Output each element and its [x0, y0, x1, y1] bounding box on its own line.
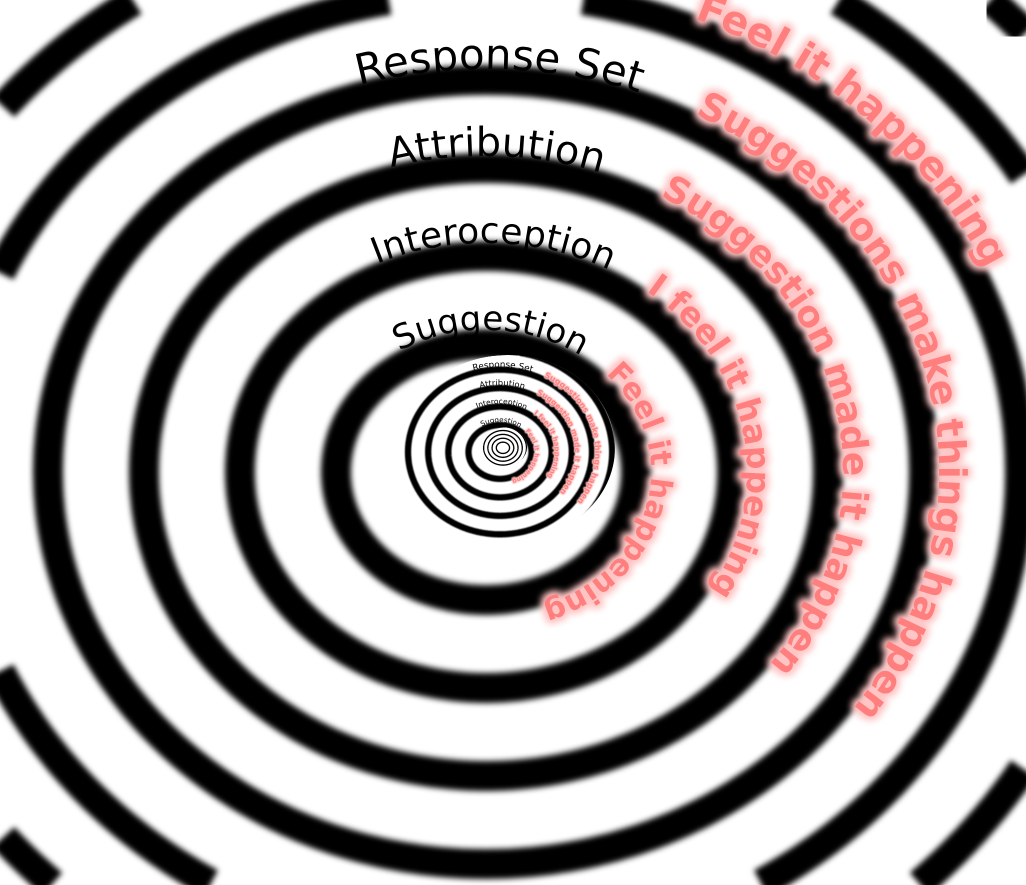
spiral-ring	[487, 433, 519, 462]
spiral-ring	[980, 0, 1026, 44]
level-label-text: Attribution	[478, 378, 526, 391]
spiral-ring	[445, 403, 555, 501]
spiral-ring	[495, 441, 511, 455]
level-label: Attribution	[478, 378, 526, 391]
spiral-ring	[129, 153, 843, 791]
spiral-ring	[321, 329, 651, 615]
spiral-ring	[482, 429, 523, 466]
spiral-ring	[33, 65, 939, 879]
spiral-ring	[225, 241, 747, 703]
spiral-ring	[425, 385, 575, 519]
spiral-ring	[491, 437, 515, 458]
spiral-ring	[465, 421, 535, 483]
spiral-ring	[404, 366, 596, 538]
